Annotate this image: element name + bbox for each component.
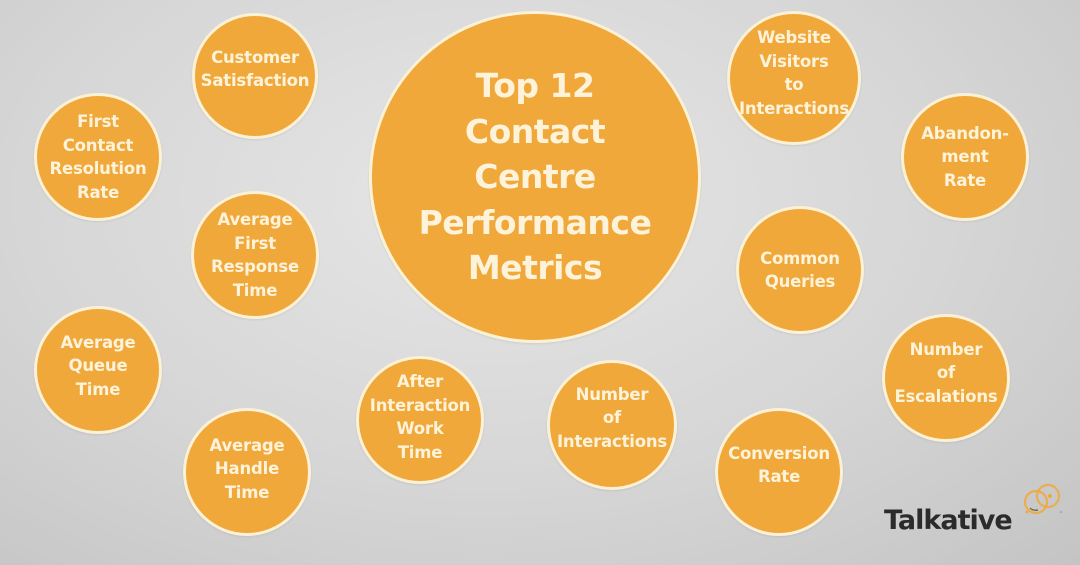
hub-bubble: Top 12 Contact Centre Performance Metric… xyxy=(369,11,701,343)
metric-label: Number of Interactions xyxy=(556,384,668,451)
metric-label: After Interaction Work Time xyxy=(369,372,471,462)
metric-label: Customer Satisfaction xyxy=(200,47,310,91)
metric-label: Number of Escalations xyxy=(894,339,998,406)
metric-label: Average Handle Time xyxy=(209,435,285,502)
metric-label: Conversion Rate xyxy=(728,443,830,487)
metric-label: First Contact Resolution Rate xyxy=(49,112,147,202)
metric-label: Average First Response Time xyxy=(210,210,300,300)
hub-title: Top 12 Contact Centre Performance Metric… xyxy=(418,66,652,288)
metric-first-contact-resolution-rate: First Contact Resolution Rate xyxy=(34,93,162,221)
logo-text: Talkative xyxy=(884,505,1013,536)
metric-average-first-response-time: Average First Response Time xyxy=(191,191,319,319)
metric-number-of-interactions: Number of Interactions xyxy=(547,360,677,490)
metric-after-interaction-work-time: After Interaction Work Time xyxy=(356,356,484,484)
metric-common-queries: Common Queries xyxy=(736,206,864,334)
metric-label: Average Queue Time xyxy=(60,332,136,399)
metric-label: Abandon- ment Rate xyxy=(921,123,1009,190)
metric-average-queue-time: Average Queue Time xyxy=(34,306,162,434)
metric-abandonment-rate: Abandon- ment Rate xyxy=(901,93,1029,221)
metric-average-handle-time: Average Handle Time xyxy=(183,408,311,536)
metric-customer-satisfaction: Customer Satisfaction xyxy=(192,13,318,139)
metric-website-visitors-to-interactions: Website Visitors to Interactions xyxy=(727,11,861,145)
metric-label: Common Queries xyxy=(760,248,840,292)
speech-bubbles-icon xyxy=(1023,483,1062,515)
talkative-logo: Talkative xyxy=(884,483,1062,536)
metric-conversion-rate: Conversion Rate xyxy=(715,408,843,536)
metric-label: Website Visitors to Interactions xyxy=(738,28,850,118)
metric-number-of-escalations: Number of Escalations xyxy=(882,314,1010,442)
